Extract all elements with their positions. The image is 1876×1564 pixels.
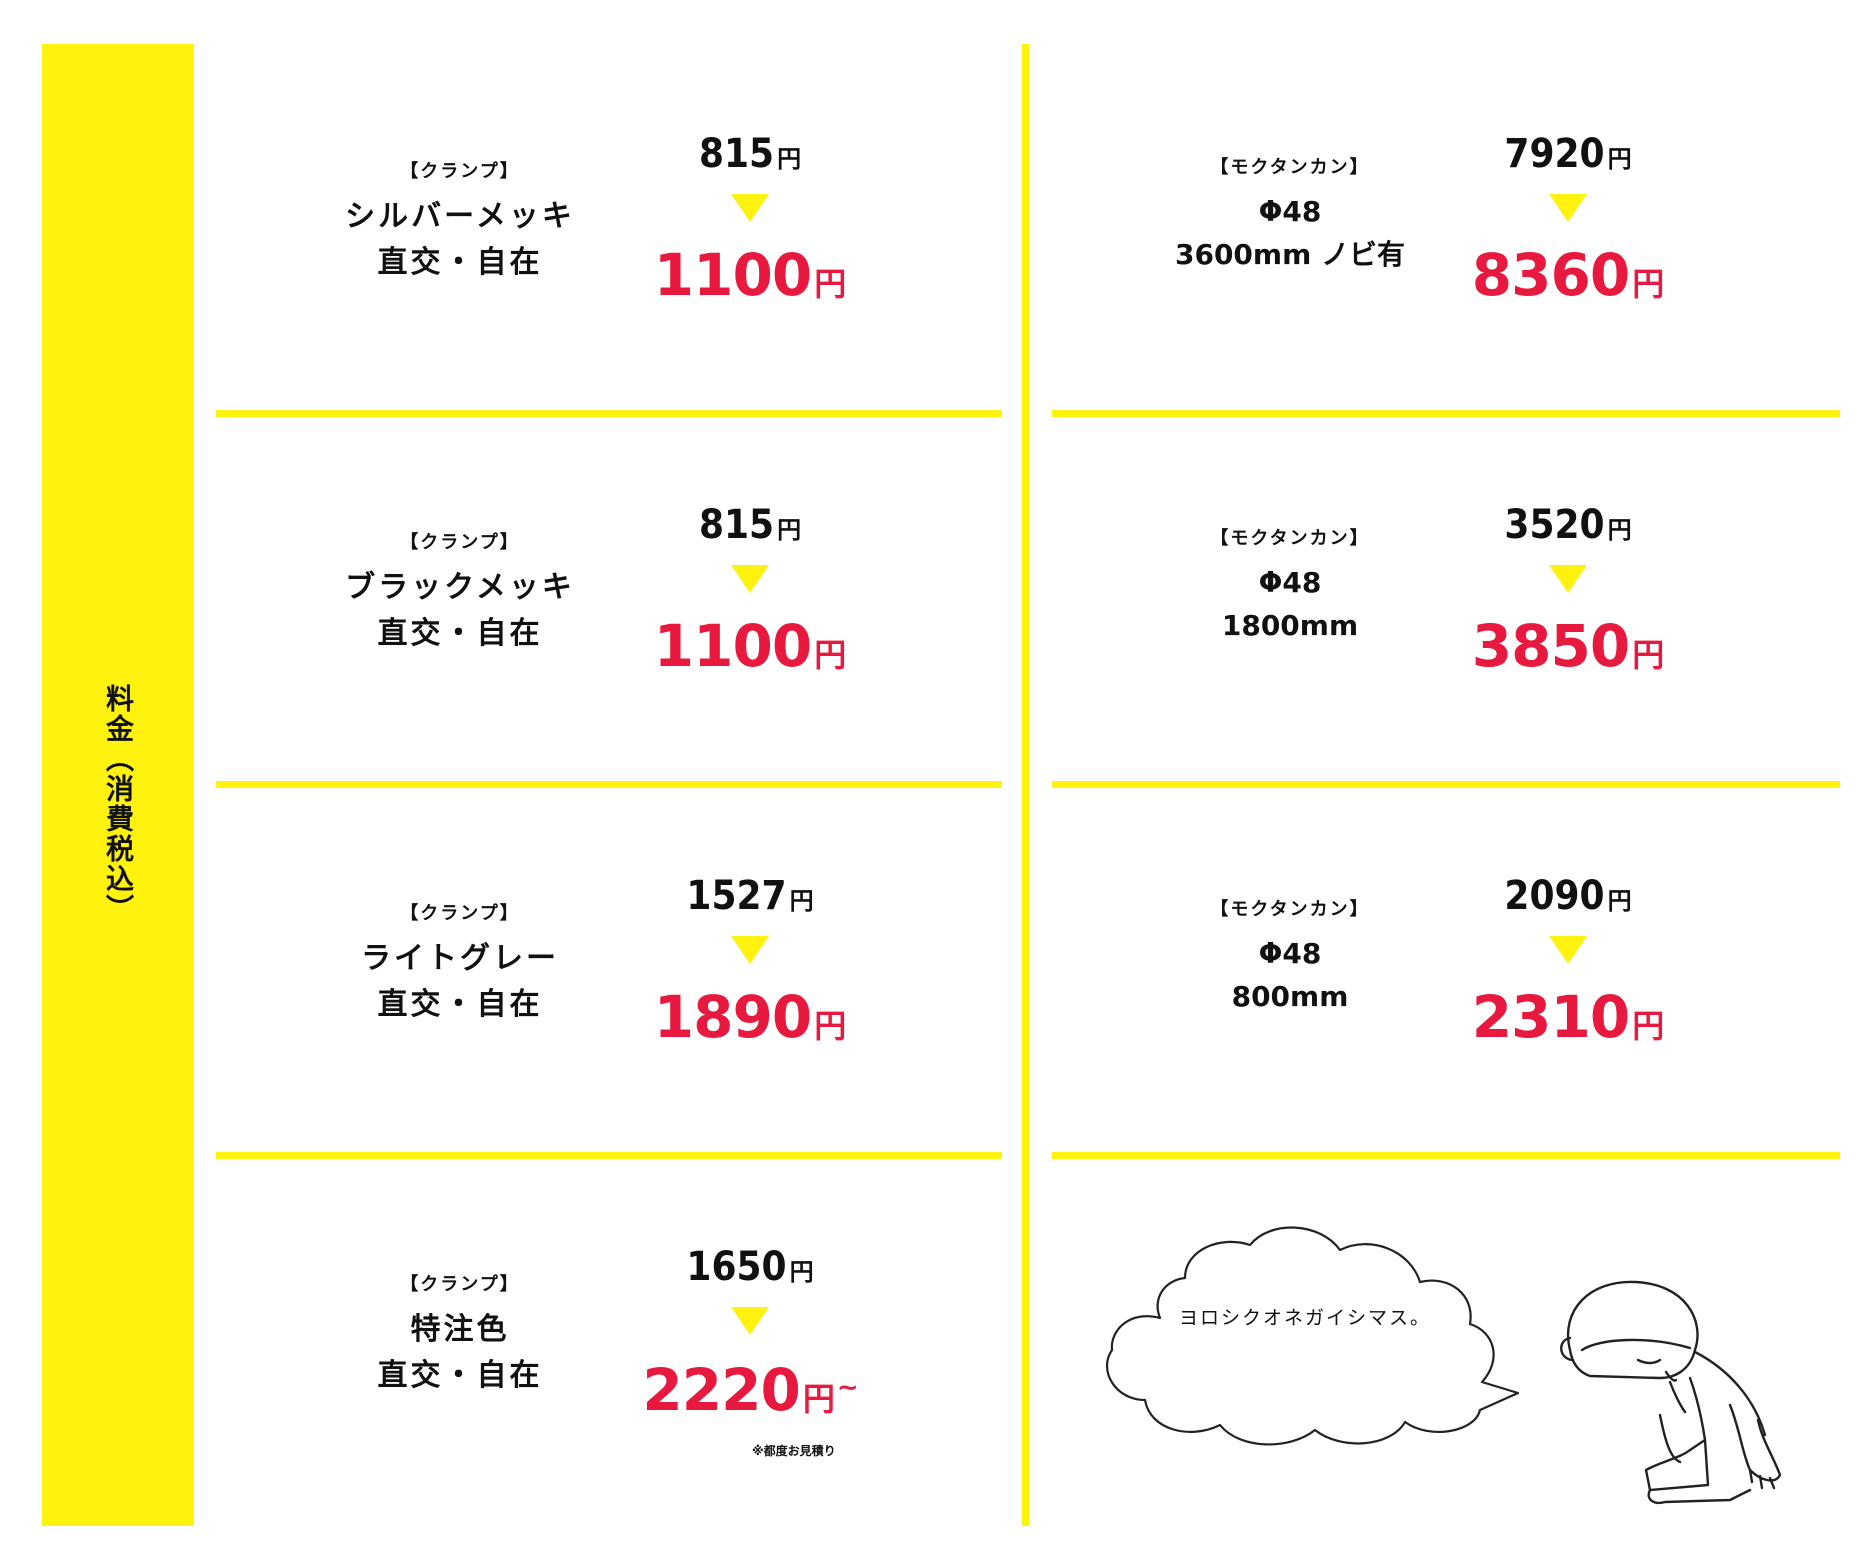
item-tag: 【モクタンカン】 [1210,899,1370,920]
speech-bubble-text: ヨロシクオネガイシマス。 [1178,1307,1431,1329]
new-price: 1100円 [653,241,847,309]
column-divider [1022,44,1029,1526]
row-divider [216,1152,1002,1159]
item-tag: 【クランプ】 [400,903,520,924]
item-tag: 【クランプ】 [400,1274,520,1295]
down-arrow-icon [731,194,769,222]
row-divider [1052,1152,1840,1159]
item-diameter: Φ48 [1258,565,1322,599]
item-name: シルバーメッキ [345,198,575,234]
estimate-note: ※都度お見積り [752,1444,836,1458]
new-price: 2310円 [1471,983,1665,1051]
item-tag: 【クランプ】 [400,532,520,553]
down-arrow-icon [731,1307,769,1335]
new-price: 8360円 [1471,241,1665,309]
sidebar-label: 料金（消費税込） [102,684,135,924]
item-diameter: Φ48 [1258,194,1322,228]
item-tag: 【クランプ】 [400,161,520,182]
new-price: 3850円 [1471,612,1665,680]
sidebar: 料金（消費税込） [42,44,194,1526]
clamp-description: 【クランプ】 シルバーメッキ 直交・自在 [300,158,620,287]
down-arrow-icon [1549,936,1587,964]
down-arrow-icon [731,936,769,964]
item-tag: 【モクタンカン】 [1210,157,1370,178]
item-spec: 直交・自在 [377,245,543,281]
pipe-description: 【モクタンカン】 Φ48 3600mm ノビ有 [1140,154,1440,277]
clamp-description: 【クランプ】 ライトグレー 直交・自在 [300,900,620,1029]
bowing-character-illustration [1106,1226,1782,1504]
pipe-description: 【モクタンカン】 Φ48 1800mm [1140,525,1440,648]
clamp-description: 【クランプ】 特注色 直交・自在 [300,1271,620,1400]
speech-bubble-icon [1106,1226,1520,1446]
item-name: ブラックメッキ [345,569,575,605]
item-tag: 【モクタンカン】 [1210,528,1370,549]
pipe-description: 【モクタンカン】 Φ48 800mm [1140,896,1440,1019]
row-divider [216,781,1002,788]
new-price: 1100円 [653,612,847,680]
down-arrow-icon [1549,565,1587,593]
clamp-description: 【クランプ】 ブラックメッキ 直交・自在 [300,529,620,658]
bowing-person-icon [1560,1280,1782,1504]
item-length: 800mm [1231,980,1349,1014]
item-length: 1800mm [1221,609,1359,643]
item-name: ライトグレー [361,940,559,976]
new-price: 2220円~ [642,1356,858,1424]
item-diameter: Φ48 [1258,936,1322,970]
item-spec: 直交・自在 [377,616,543,652]
item-spec: 直交・自在 [377,1358,543,1394]
down-arrow-icon [1549,194,1587,222]
new-price: 1890円 [653,983,847,1051]
item-length: 3600mm ノビ有 [1174,238,1406,272]
down-arrow-icon [731,565,769,593]
item-name: 特注色 [410,1311,510,1347]
row-divider [216,410,1002,417]
row-divider [1052,410,1840,417]
row-divider [1052,781,1840,788]
item-spec: 直交・自在 [377,987,543,1023]
